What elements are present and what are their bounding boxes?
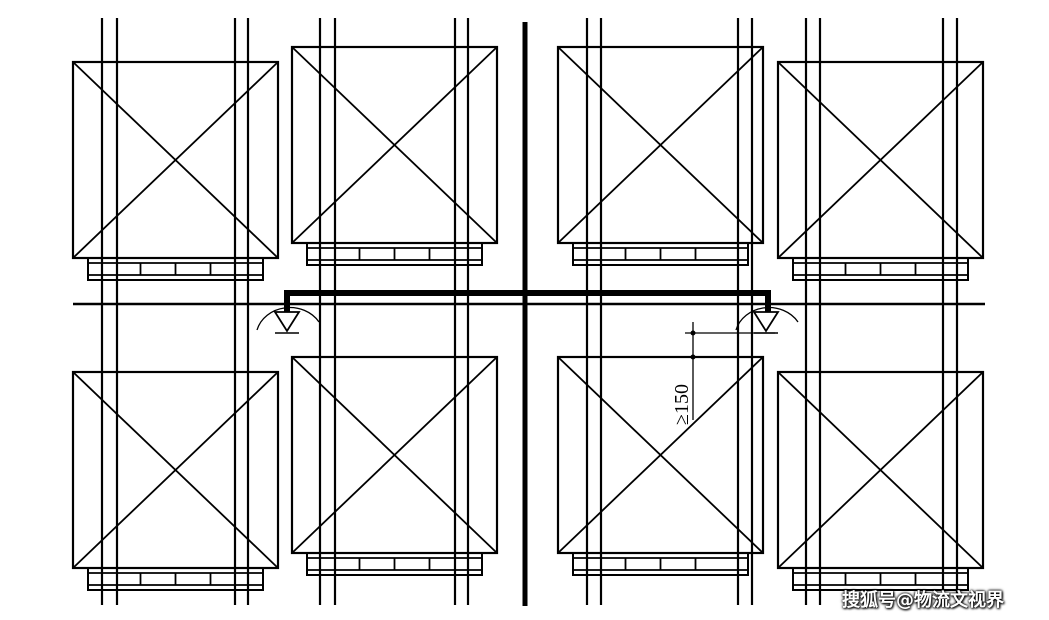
pallet-load <box>71 60 280 281</box>
box-diagonal <box>72 61 279 259</box>
rack-layout <box>71 18 985 606</box>
dimension-tick <box>690 330 696 336</box>
pallet-base <box>792 567 969 591</box>
sprinkler-triangle-icon <box>273 311 301 333</box>
watermark: 搜狐号@物流文视界 <box>842 590 1004 611</box>
pallet-base <box>87 567 264 591</box>
branch-pipe <box>284 290 771 312</box>
pallet-base <box>87 257 264 281</box>
box-diagonal <box>557 356 764 554</box>
sprinkler-triangle-icon <box>752 311 780 333</box>
box-diagonal <box>291 356 498 554</box>
box-diagonal <box>291 46 498 244</box>
pallet-load <box>776 60 985 281</box>
box-diagonal <box>777 61 984 259</box>
pallet-base <box>572 242 749 266</box>
dimension-tick <box>690 354 696 360</box>
pallet-load <box>290 355 499 576</box>
pallet-base <box>792 257 969 281</box>
dimension-annotation: ≥150 <box>671 322 775 425</box>
pallet-load <box>71 370 280 591</box>
spray-arc <box>256 306 320 331</box>
dimension-label: ≥150 <box>671 384 693 425</box>
box-diagonal <box>777 371 984 569</box>
pallet-base <box>306 552 483 576</box>
box-diagonal <box>557 46 764 244</box>
sprinkler-head <box>256 306 320 334</box>
box-diagonal <box>72 371 279 569</box>
pallet-base <box>572 552 749 576</box>
pallet-load <box>556 45 765 266</box>
pallet-load <box>776 370 985 591</box>
sprinkler-head <box>735 306 799 334</box>
pallet-base <box>306 242 483 266</box>
spray-arc <box>735 306 799 331</box>
pallet-load <box>556 355 765 576</box>
pallet-load <box>290 45 499 266</box>
